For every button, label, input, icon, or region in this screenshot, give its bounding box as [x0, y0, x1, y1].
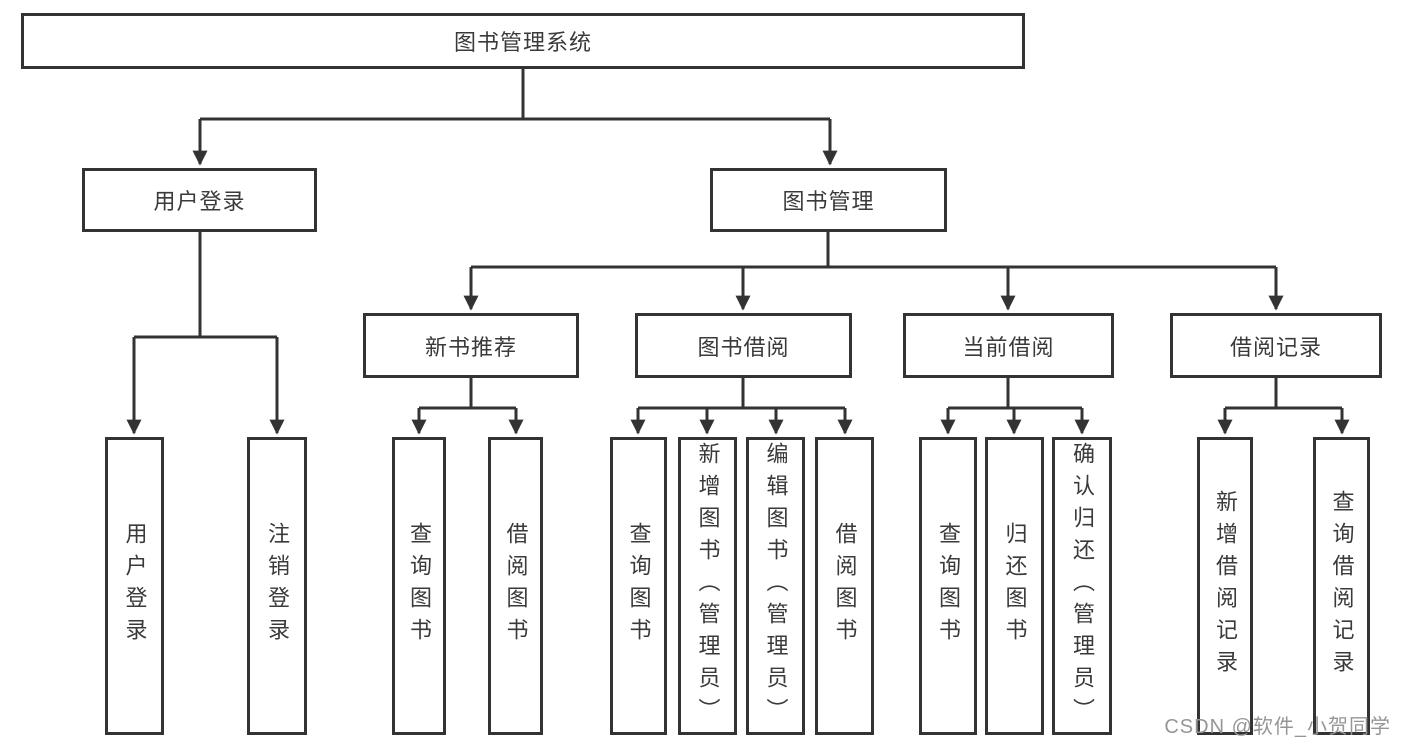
connector-current-borrowing-to-leaves [940, 378, 1090, 435]
leaf-add-book-admin: 新增图书（管理员） [678, 437, 737, 735]
node-current-borrowing-label: 当前借阅 [962, 334, 1055, 360]
leaf-confirm-return-admin: 确认归还（管理员） [1052, 437, 1112, 735]
node-book-management: 图书管理 [710, 168, 947, 232]
leaf-add-book-admin-label: 新增图书（管理员） [695, 442, 721, 730]
leaf-return-book-label: 归还图书 [1002, 522, 1028, 650]
node-borrowing-records: 借阅记录 [1170, 313, 1382, 378]
leaf-borrow-books-borrowing: 借阅图书 [815, 437, 874, 735]
leaf-logout: 注销登录 [247, 437, 307, 735]
leaf-add-borrow-record-label: 新增借阅记录 [1213, 490, 1238, 682]
connector-user-login-to-leaves [126, 232, 285, 435]
node-book-borrowing: 图书借阅 [635, 313, 852, 378]
connector-new-book-to-leaves [411, 378, 524, 435]
leaf-query-books-recommend-label: 查询图书 [407, 522, 432, 650]
node-new-book-recommend: 新书推荐 [363, 313, 579, 378]
leaf-confirm-return-admin-label: 确认归还（管理员） [1070, 442, 1095, 730]
node-user-login-label: 用户登录 [153, 189, 246, 214]
node-root-label: 图书管理系统 [453, 30, 592, 55]
leaf-query-books-borrowing: 查询图书 [610, 437, 667, 735]
leaf-logout-label: 注销登录 [265, 522, 290, 650]
leaf-query-books-borrowing-label: 查询图书 [626, 522, 652, 650]
node-book-borrowing-label: 图书借阅 [697, 334, 790, 360]
leaf-query-borrow-record-label: 查询借阅记录 [1329, 490, 1355, 682]
leaf-query-books-current: 查询图书 [919, 437, 977, 735]
leaf-return-book: 归还图书 [985, 437, 1044, 735]
node-root: 图书管理系统 [21, 13, 1025, 69]
leaf-edit-book-admin: 编辑图书（管理员） [746, 437, 805, 735]
leaf-borrow-books-recommend: 借阅图书 [488, 437, 543, 735]
leaf-query-books-recommend: 查询图书 [392, 437, 446, 735]
node-current-borrowing: 当前借阅 [903, 313, 1114, 378]
connector-book-borrowing-to-leaves [630, 378, 853, 435]
node-user-login: 用户登录 [82, 168, 317, 232]
leaf-user-login: 用户登录 [105, 437, 164, 735]
csdn-watermark: CSDN @软件_小贺同学 [1164, 716, 1391, 738]
node-new-book-recommend-label: 新书推荐 [424, 334, 517, 360]
node-book-management-label: 图书管理 [782, 189, 875, 214]
connector-borrowing-records-to-leaves [1217, 378, 1350, 435]
leaf-add-borrow-record: 新增借阅记录 [1197, 437, 1253, 735]
leaf-user-login-label: 用户登录 [122, 522, 148, 650]
connector-root-to-level2 [192, 69, 838, 166]
leaf-borrow-books-borrowing-label: 借阅图书 [832, 522, 858, 650]
leaf-query-books-current-label: 查询图书 [936, 522, 961, 650]
leaf-edit-book-admin-label: 编辑图书（管理员） [763, 442, 789, 730]
node-borrowing-records-label: 借阅记录 [1229, 334, 1322, 360]
leaf-query-borrow-record: 查询借阅记录 [1313, 437, 1370, 735]
leaf-borrow-books-recommend-label: 借阅图书 [503, 522, 529, 650]
connector-book-management-to-level3 [463, 232, 1284, 311]
